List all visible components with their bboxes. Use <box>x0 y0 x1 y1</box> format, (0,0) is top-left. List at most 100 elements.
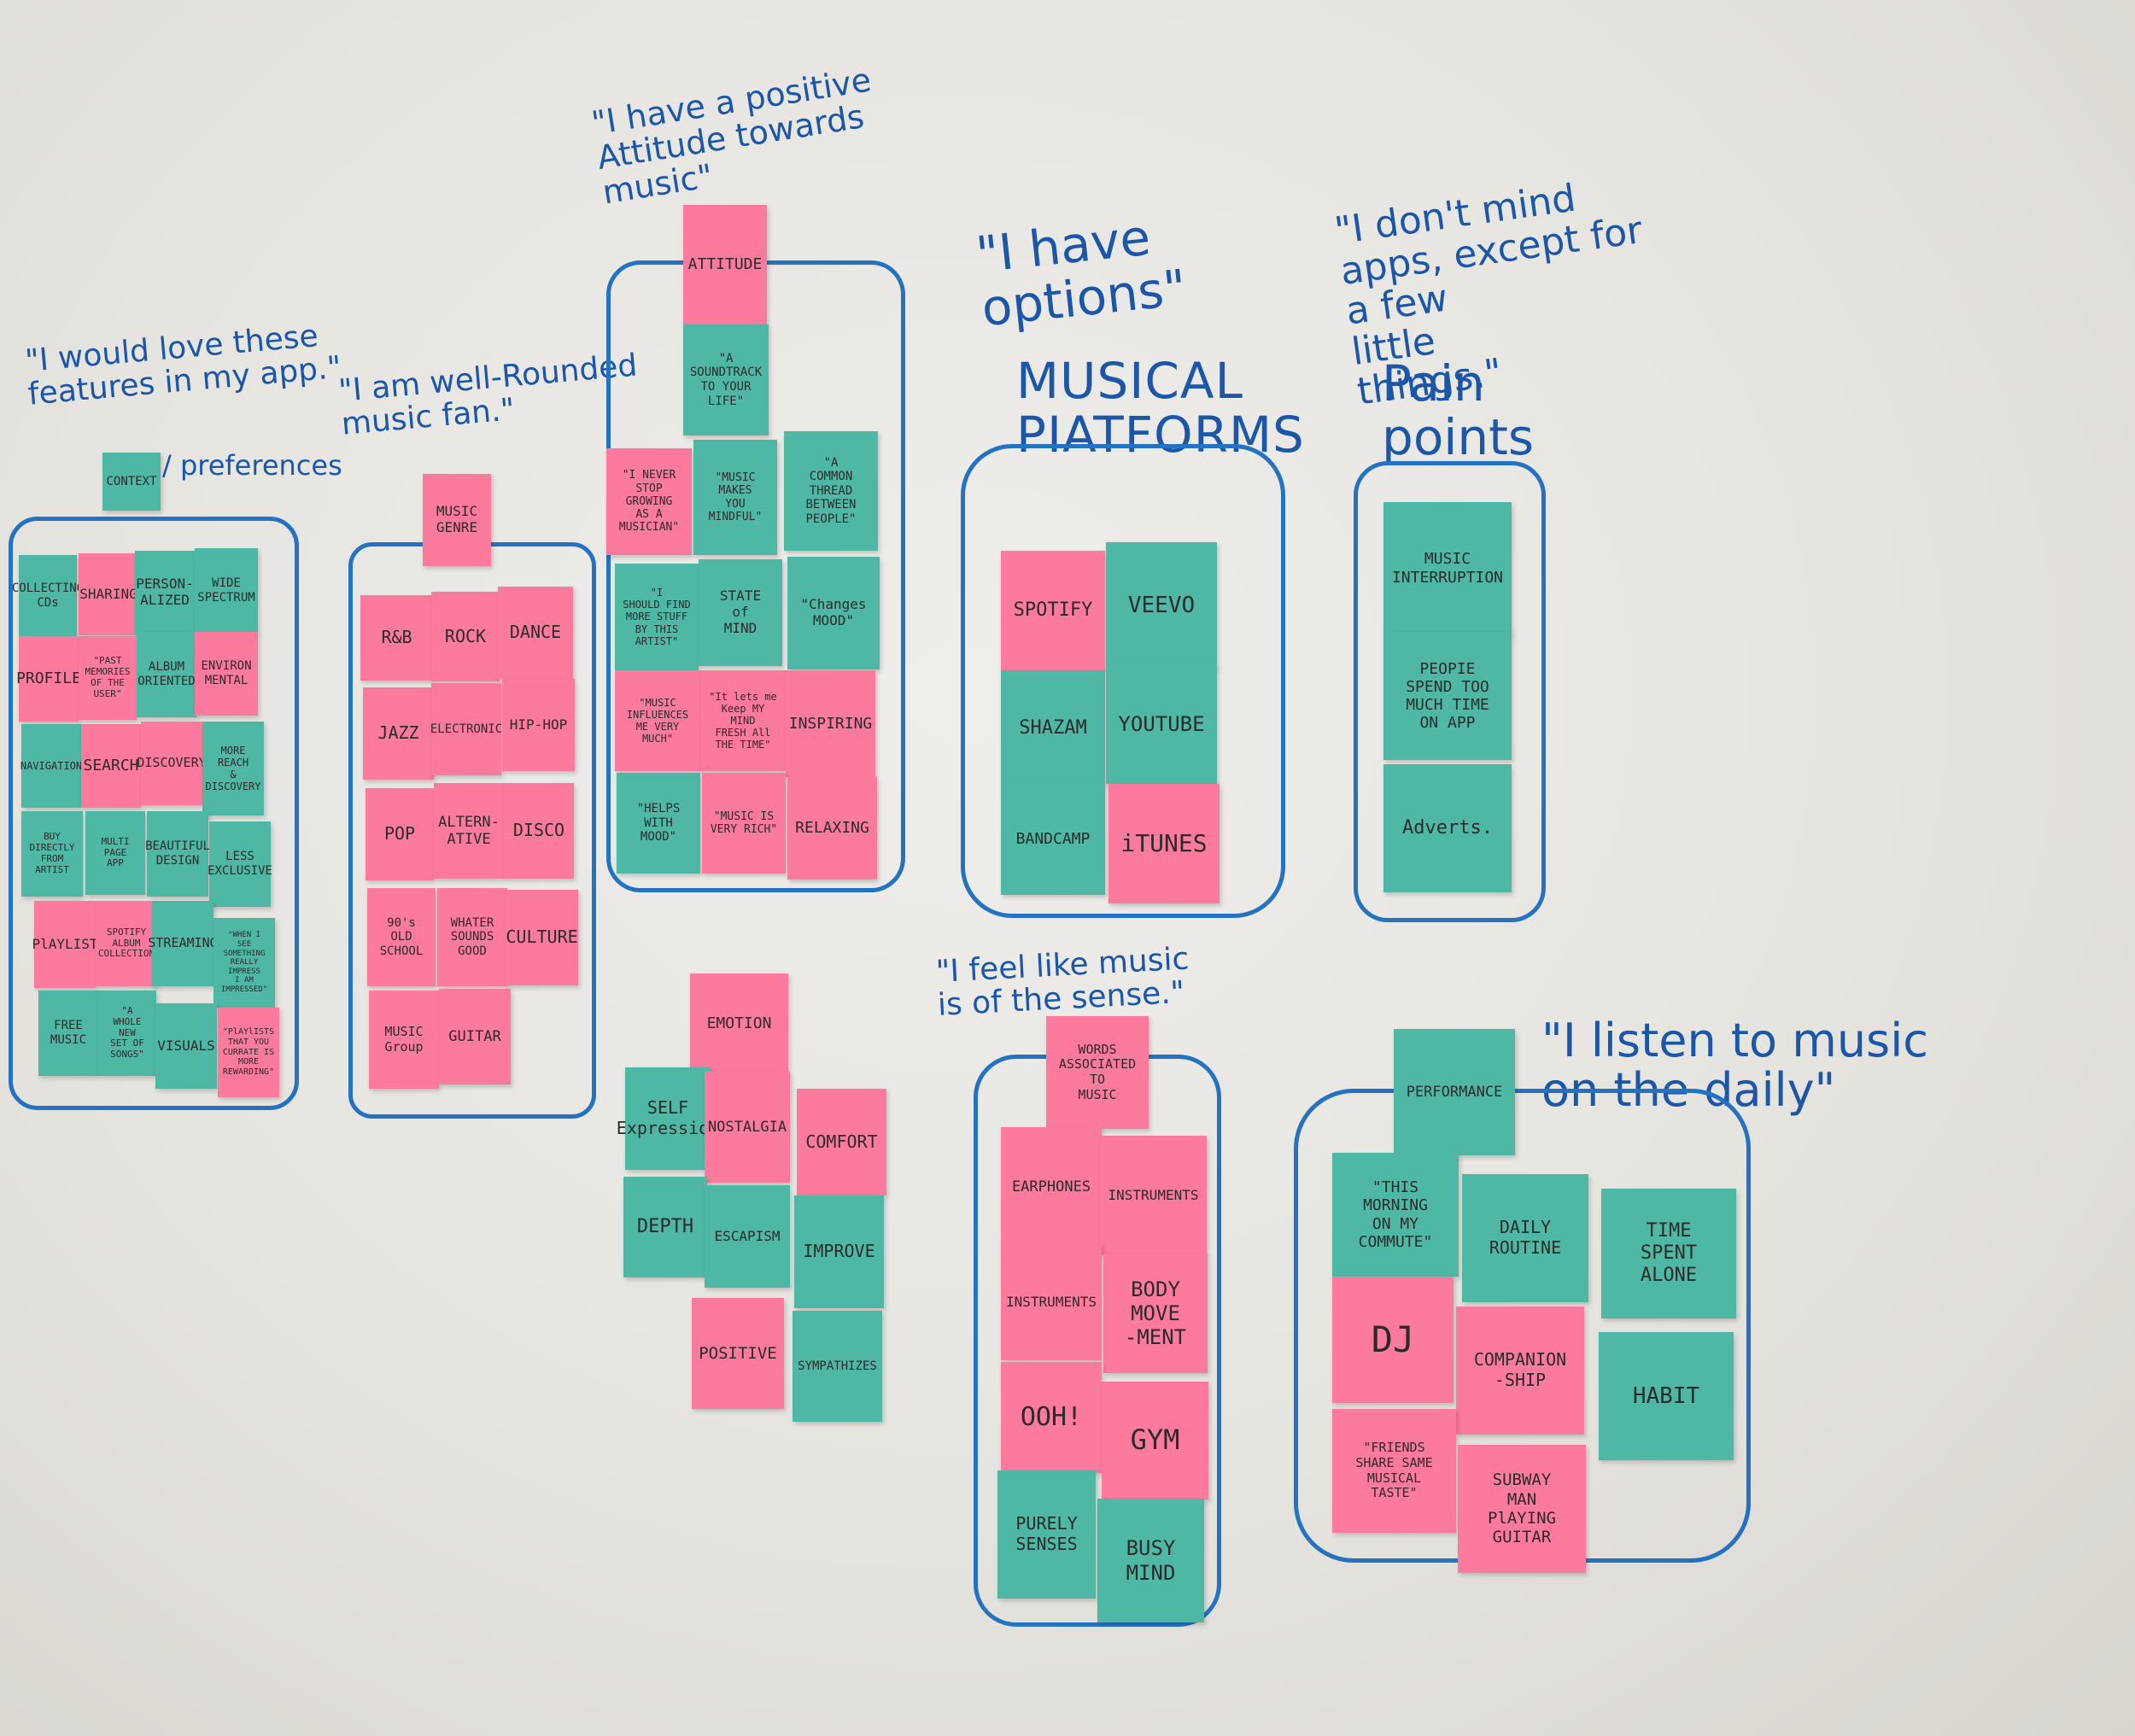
note-escapism: ESCAPISM <box>705 1185 790 1288</box>
note-free-music: FREE MUSIC <box>38 991 98 1076</box>
note-music-genre: MUSIC GENRE <box>423 474 491 566</box>
note-dj: DJ <box>1332 1277 1454 1403</box>
note-jazz: JAZZ <box>363 687 434 780</box>
note-when-i-see-something: "WHEN I SEE SOMETHING REALLY IMPRESS I A… <box>214 918 275 1008</box>
note-multi-page-app: MULTI PAGE APP <box>85 811 145 895</box>
note-pop: POP <box>366 788 434 880</box>
note-youtube: YOUTUBE <box>1106 664 1217 784</box>
note-sharing: SHARING <box>79 553 138 635</box>
note-streaming: STREAMING <box>148 901 218 986</box>
note-beautiful-design: BEAUTIFUL DESIGN <box>145 811 210 897</box>
note-depth: DEPTH <box>623 1177 707 1277</box>
note-spotify-album-collection: SPOTIFY ALBUM COLLECTION <box>96 901 157 986</box>
note-profile: PROFILE <box>16 636 81 722</box>
heading-listen-daily-quote: "I listen to music on the daily" <box>1541 1014 1928 1118</box>
note-rnb: R&B <box>360 595 433 681</box>
note-playlist: PlAYLIST <box>32 901 98 988</box>
note-instruments-2: INSTRUMENTS <box>1001 1245 1102 1360</box>
note-comfort: COMFORT <box>797 1089 886 1195</box>
note-buy-directly: BUY DIRECTLY FROM ARTIST <box>21 811 83 897</box>
note-time-spent-alone: TIME SPENT ALONE <box>1601 1189 1736 1318</box>
heading-positive-attitude-quote: "I have a positive Attitude towards musi… <box>588 61 874 212</box>
note-hip-hop: HIP-HOP <box>502 679 575 771</box>
note-emotion: EMOTION <box>690 973 788 1074</box>
frame-features <box>9 517 299 1110</box>
note-words-associated: WORDS ASSOCIATED TO MUSIC <box>1046 1016 1149 1129</box>
note-habit: HABIT <box>1599 1332 1734 1460</box>
note-more-reach-discovery: MORE REACH & DISCOVERY <box>202 722 264 815</box>
note-people-spend-too-much: PEOPIE SPEND TOO MUCH TIME ON APP <box>1383 632 1512 760</box>
note-self-expression: SELF Expression <box>617 1067 719 1170</box>
note-disco: DISCO <box>504 783 574 879</box>
note-culture: CULTURE <box>506 890 578 985</box>
note-this-morning: "THIS MORNING ON MY COMMUTE" <box>1332 1153 1459 1277</box>
note-companionship: COMPANION -SHIP <box>1456 1306 1584 1435</box>
note-attitude: ATTITUDE <box>683 205 767 324</box>
note-album-oriented: ALBUM ORIENTED <box>137 632 196 717</box>
note-gym: GYM <box>1102 1382 1208 1499</box>
note-instruments-1: INSTRUMENTS <box>1100 1136 1207 1255</box>
note-relaxing: RELAXING <box>787 777 877 880</box>
note-sympathizes: SYMPATHIZES <box>793 1311 882 1422</box>
note-soundtrack: "A SOUNDTRACK TO YOUR LIFE" <box>683 324 769 435</box>
note-changes-mood: "Changes MOOD" <box>787 557 880 669</box>
note-whole-new-set: "A WHOLE NEW SET OF SONGS" <box>98 991 156 1076</box>
heading-options-quote: "I have options" <box>973 208 1190 337</box>
note-playlists-currate: "PlAYlISTS THAT YOU CURRATE IS MORE REWA… <box>218 1008 279 1097</box>
note-alternative: ALTERN- ATIVE <box>434 783 504 879</box>
heading-context-preferences: / preferences <box>162 449 342 482</box>
note-music-interruption: MUSIC INTERRUPTION <box>1383 502 1512 634</box>
note-performance: PERFORMANCE <box>1394 1029 1515 1155</box>
note-earphones: EARPHONES <box>1001 1127 1102 1247</box>
note-keep-mind-fresh: "It lets me Keep MY MIND FRESH All THE T… <box>700 670 786 771</box>
note-less-exclusive: LESS EXCLUSIVE <box>208 821 272 907</box>
note-improve: IMPROVE <box>794 1195 884 1308</box>
note-itunes: iTUNES <box>1108 784 1220 903</box>
heading-features-quote: "I would love these features in my app." <box>23 319 343 412</box>
note-shazam: SHAZAM <box>1001 670 1105 786</box>
note-guitar: GUITAR <box>439 989 511 1084</box>
note-daily-routine: DAILY ROUTINE <box>1462 1174 1588 1302</box>
note-spotify: SPOTIFY <box>1001 551 1105 670</box>
note-wide-spectrum: WIDE SPECTRUM <box>195 548 258 634</box>
note-ooh: OOH! <box>1001 1362 1102 1473</box>
note-bandcamp: BANDCAMP <box>1001 784 1105 895</box>
frame-pain-points <box>1354 461 1546 922</box>
note-collecting-cds: COLLECTING CDs <box>12 555 84 637</box>
note-state-of-mind: STATE of MIND <box>699 559 782 666</box>
note-rock: ROCK <box>431 592 500 681</box>
note-inspiring: INSPIRING <box>786 670 875 777</box>
note-positive: POSITIVE <box>692 1298 784 1409</box>
note-past-memories: "PAST MEMORIES OF THE USER" <box>79 636 137 720</box>
note-find-more-stuff: "I SHOULD FIND MORE STUFF BY THIS ARTIST… <box>615 564 699 670</box>
note-music-group: MUSIC Group <box>369 991 439 1089</box>
frame-musical-platforms <box>961 444 1285 918</box>
note-nostalgia: NOSTALGIA <box>705 1072 790 1183</box>
note-search: SEARCH <box>81 724 141 808</box>
heading-sense-quote: "I feel like music is of the sense." <box>934 941 1190 1023</box>
note-navigation: NAVIGATION <box>20 724 82 808</box>
note-never-stop-growing: "I NEVER STOP GROWING AS A MUSICIAN" <box>606 448 692 555</box>
note-90s-old-school: 90's OLD SCHOOL <box>367 888 436 986</box>
note-personalized: PERSON- ALIZED <box>135 551 195 634</box>
note-discovery: DISCOVERY <box>137 722 207 805</box>
note-context: CONTEXT <box>102 453 161 511</box>
note-music-very-rich: "MUSIC IS VERY RICH" <box>702 773 786 874</box>
note-visuals: VISUALS <box>155 1003 217 1089</box>
note-veevo: VEEVO <box>1106 542 1217 669</box>
note-environmental: ENVIRON MENTAL <box>195 632 258 716</box>
note-adverts: Adverts. <box>1383 764 1512 892</box>
note-electronic: ELECTRONIC <box>430 683 502 775</box>
heading-pain-points: Pain points <box>1382 354 1535 466</box>
note-purely-senses: PURELY SENSES <box>997 1470 1096 1599</box>
note-dance: DANCE <box>498 587 573 679</box>
heading-musical-platforms: MUSICAL PIATFORMS <box>1016 352 1305 464</box>
heading-well-rounded-quote: "I am well-Rounded music fan." <box>336 348 639 442</box>
note-helps-with-mood: "HELPS WITH MOOD" <box>617 773 700 874</box>
note-busy-mind: BUSY MIND <box>1097 1499 1204 1622</box>
note-common-thread: "A COMMON THREAD BETWEEN PEOPLE" <box>784 431 878 551</box>
note-friends-share: "FRIENDS SHARE SAME MUSICAL TASTE" <box>1332 1409 1456 1533</box>
note-music-mindful: "MUSIC MAKES YOU MINDFUL" <box>693 440 777 555</box>
note-body-movement: BODY MOVE -MENT <box>1103 1254 1208 1373</box>
